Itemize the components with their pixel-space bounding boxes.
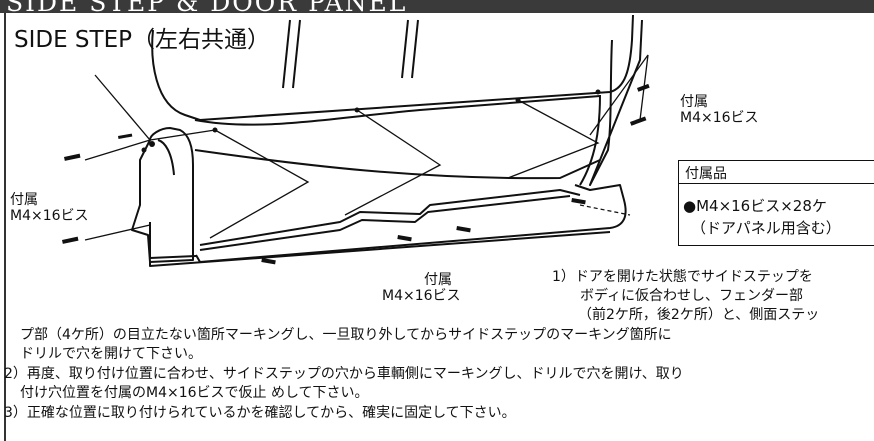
callout-left-line1: 付属 bbox=[10, 192, 38, 208]
step-lower bbox=[149, 222, 197, 259]
hole-marker bbox=[141, 147, 147, 153]
window-sill bbox=[194, 95, 601, 126]
window-pillar-right-2 bbox=[411, 19, 419, 79]
screw-icon bbox=[636, 83, 650, 92]
step1-line-d: プ部（4ケ所）の目立たない箇所マーキングし、一旦取り外してからサイドステップのマ… bbox=[20, 327, 672, 343]
leader-right-callout bbox=[589, 54, 649, 136]
leader-left-zigzag-1 bbox=[209, 129, 310, 239]
section-title: SIDE STEP（左右共通） bbox=[14, 27, 270, 53]
screw-icon bbox=[456, 226, 471, 233]
screw-icon bbox=[261, 258, 276, 265]
rear-fender bbox=[589, 19, 643, 186]
callout-left: 付属 M4×16ビス bbox=[10, 192, 89, 224]
accessories-line1: ●M4×16ビス×28ケ bbox=[683, 197, 827, 215]
page-frame bbox=[4, 13, 874, 441]
leader-left-upper bbox=[94, 74, 216, 141]
step2-line-a: 2）再度、取り付け位置に合わせ、サイドステップの穴から車輌側にマーキングし、ドリ… bbox=[4, 366, 684, 382]
callout-right-line1: 付属 bbox=[680, 94, 708, 110]
window-pillar-left-2 bbox=[292, 19, 301, 89]
window-pillar-left bbox=[282, 19, 291, 89]
dashed-guide bbox=[579, 204, 631, 216]
callout-bottom: 付属 M4×16ビス bbox=[382, 272, 461, 304]
step2-line-b: 付け穴位置を付属のM4×16ビスで仮止 めして下さい。 bbox=[20, 385, 369, 401]
step1-line-c: （前2ケ所，後2ケ所）と、側面ステッ bbox=[578, 307, 820, 323]
callout-bottom-line1: 付属 bbox=[424, 272, 452, 288]
accessories-header: 付属品 bbox=[679, 161, 874, 184]
screw-icon bbox=[571, 198, 586, 205]
front-fender bbox=[131, 127, 194, 263]
step1-line-b: ボディに仮合わせし、フェンダー部 bbox=[580, 288, 804, 304]
hole-marker bbox=[354, 107, 360, 113]
step1-line-e: ドリルで穴を開けて下さい。 bbox=[20, 346, 202, 362]
screw-icon bbox=[62, 236, 79, 244]
screw-icon bbox=[397, 235, 412, 242]
hole-marker bbox=[515, 97, 521, 103]
leader-left-bottom bbox=[84, 224, 151, 241]
accessories-box: 付属品 ●M4×16ビス×28ケ （ドアパネル用含む） bbox=[678, 160, 874, 246]
front-fender-inner bbox=[157, 139, 175, 176]
banner-title: SIDE STEP & DOOR PANEL bbox=[6, 0, 407, 13]
callout-left-line2: M4×16ビス bbox=[10, 208, 89, 224]
accessories-heading: 付属品 bbox=[685, 166, 727, 182]
screw-icon bbox=[64, 153, 81, 161]
callout-bottom-line2: M4×16ビス bbox=[382, 288, 461, 304]
step3-line: 3）正確な位置に取り付けられているかを確認してから、確実に固定して下さい。 bbox=[4, 405, 516, 421]
step-outer bbox=[195, 184, 627, 263]
callout-right: 付属 M4×16ビス bbox=[680, 94, 759, 126]
window-pillar-right bbox=[401, 19, 409, 79]
leader-right-zigzag bbox=[507, 99, 600, 179]
accessories-line2: （ドアパネル用含む） bbox=[691, 219, 841, 237]
step-inner-line bbox=[199, 189, 581, 246]
step-top-edge bbox=[194, 149, 601, 180]
hole-marker bbox=[595, 89, 601, 95]
leader-left-lower bbox=[84, 139, 151, 161]
hole-marker bbox=[212, 127, 218, 133]
step1-line-a: 1）ドアを開けた状態でサイドステップを bbox=[552, 269, 813, 285]
step-bottom bbox=[149, 231, 611, 267]
leader-left-zigzag-2 bbox=[344, 109, 442, 216]
screw-icon bbox=[630, 116, 647, 126]
callout-right-line2: M4×16ビス bbox=[680, 110, 759, 126]
step-face bbox=[199, 195, 571, 251]
screw-icon bbox=[117, 133, 155, 147]
door-frame-outline bbox=[151, 14, 634, 121]
header-banner: SIDE STEP & DOOR PANEL bbox=[0, 0, 874, 13]
